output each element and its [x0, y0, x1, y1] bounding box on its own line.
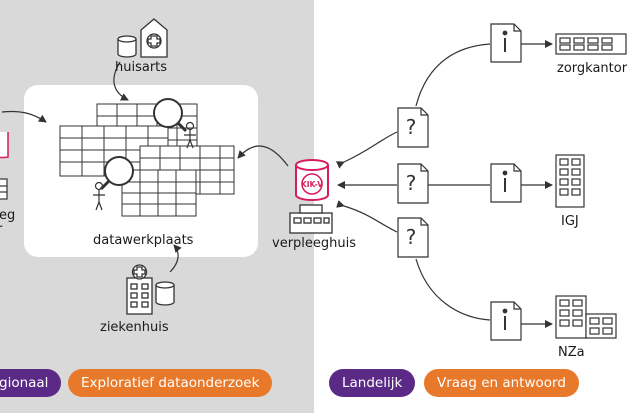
- question-document-icon: [397, 163, 429, 204]
- edge-building-icon: [0, 178, 8, 200]
- magnifier-icon: [153, 98, 188, 133]
- question-mark-icon: ?: [406, 171, 417, 195]
- verpleeghuis-to-datawerkplaats-arrow: [237, 145, 289, 167]
- data-table-front: [121, 169, 197, 217]
- datawerkplaats-label: datawerkplaats: [93, 233, 194, 248]
- igj-building-icon: [555, 154, 585, 208]
- kikv-badge: KIK-V: [301, 180, 323, 189]
- zorgkantoor-building-icon: [555, 33, 627, 55]
- huisarts-label: huisarts: [115, 60, 168, 75]
- igj-label: IGJ: [561, 214, 579, 229]
- huisarts-house-icon: [140, 18, 168, 58]
- nza-building-icon: [555, 295, 617, 339]
- question-document-icon: [397, 107, 429, 148]
- zorgkantoor-label: zorgkantor: [557, 61, 628, 76]
- ziekenhuis-database-icon: [155, 281, 175, 306]
- ziekenhuis-building-icon: [126, 264, 153, 315]
- huisarts-database-icon: [117, 35, 137, 58]
- curve-to-nza-info: [415, 258, 491, 321]
- huisarts-arrow: [113, 61, 129, 101]
- tag-landelijk: Landelijk: [329, 369, 416, 397]
- edge-database-icon: [0, 132, 9, 159]
- arrow-to-nza: [336, 200, 398, 233]
- tag-vraag-en-antwoord: Vraag en antwoord: [424, 369, 579, 397]
- edge-arrow: [1, 110, 47, 123]
- verpleeghuis-building-icon: [289, 204, 333, 234]
- researcher-figure-icon: [184, 121, 196, 149]
- question-mark-icon: ?: [406, 115, 417, 139]
- ziekenhuis-arrow: [169, 244, 182, 273]
- question-document-icon: [397, 217, 429, 258]
- nza-label: NZa: [558, 345, 585, 360]
- kikv-database-icon: [295, 159, 329, 201]
- question-mark-icon: ?: [406, 225, 417, 249]
- info-document-icon: [490, 301, 522, 341]
- researcher-figure-icon: [93, 181, 105, 211]
- edge-label-2: r: [0, 222, 2, 238]
- tag-exploratief: Exploratief dataonderzoek: [68, 369, 273, 397]
- ziekenhuis-label: ziekenhuis: [100, 320, 169, 335]
- info-document-icon: [490, 23, 522, 63]
- edge-label-1: eg: [0, 208, 16, 223]
- verpleeghuis-label: verpleeghuis: [272, 236, 357, 251]
- info-document-icon: [490, 163, 522, 203]
- tag-regionaal: gionaal: [0, 369, 62, 397]
- arrow-to-zorgkantoor: [335, 131, 398, 169]
- curve-to-zorgkantoor-info: [415, 43, 491, 107]
